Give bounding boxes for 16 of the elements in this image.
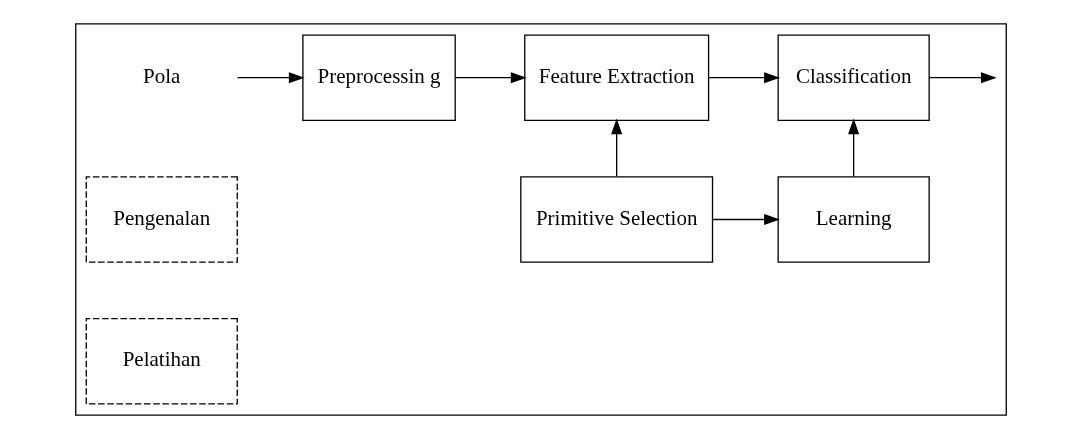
- node-box: Feature Extraction: [523, 34, 709, 122]
- arrow: [454, 72, 527, 84]
- arrow: [847, 118, 859, 177]
- node-box: Learning: [777, 176, 930, 263]
- arrow: [236, 72, 305, 84]
- node-box: Classification: [777, 34, 930, 122]
- arrow: [928, 72, 997, 84]
- node-box: Pengenalan: [85, 176, 238, 263]
- arrow: [707, 72, 780, 84]
- cluster: [74, 23, 1007, 416]
- arrow: [711, 213, 780, 226]
- node-box: Primitive Selection: [519, 176, 713, 263]
- node-text: Pola: [142, 63, 180, 88]
- node-box: Preprocessin g: [301, 34, 456, 122]
- node-box: Pelatihan: [85, 317, 238, 405]
- arrow: [610, 118, 622, 177]
